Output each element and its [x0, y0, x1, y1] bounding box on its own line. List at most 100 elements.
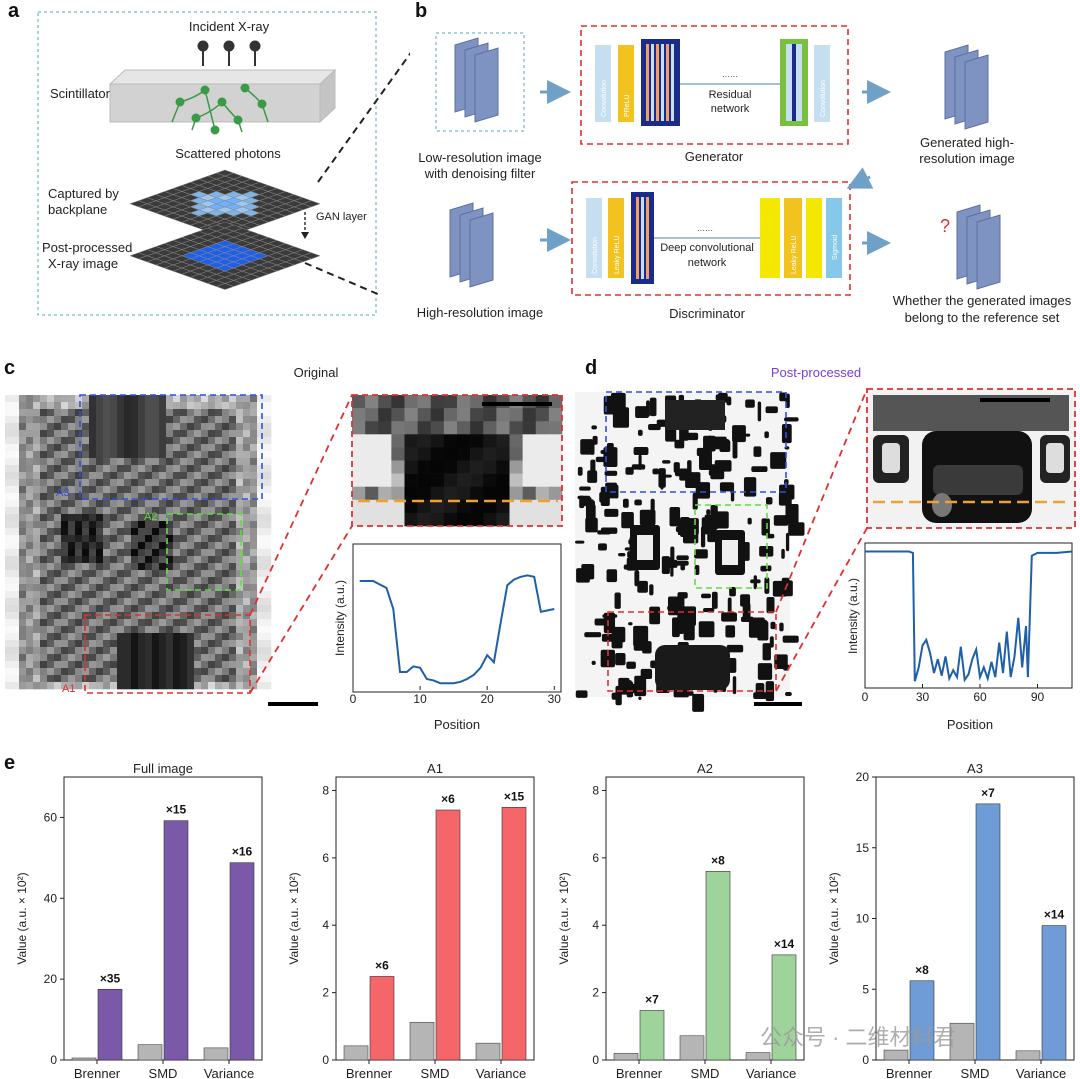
question-mark: ?	[940, 216, 950, 236]
profile-c-xlabel: Position	[434, 717, 480, 732]
bar-annotation: ×6	[375, 958, 389, 972]
gen-layer-conv-2-label: Convolution	[820, 80, 827, 117]
zoom-line-d-top	[775, 388, 868, 613]
bar-chart-title: A3	[967, 761, 983, 776]
post-processed-title: Post-processed	[771, 365, 861, 380]
deep-label-1: Deep convolutional	[660, 242, 754, 254]
bar-original	[949, 1022, 975, 1061]
panel-a-frame	[37, 11, 377, 316]
bar-category-label: SMD	[421, 1066, 450, 1079]
zoom-inset-c-frame	[351, 394, 563, 527]
bar-ytick: 10	[856, 912, 870, 926]
gen-layer-conv-1-label: Convolution	[601, 80, 608, 117]
bar-chart-title: A2	[697, 761, 713, 776]
disc-layer-conv-label: Convolution	[592, 237, 599, 274]
bar-ytick: 15	[856, 841, 870, 855]
gen-layer-conv-2	[814, 45, 830, 122]
bar-ytick: 8	[322, 783, 329, 797]
captured-label-1: Captured by	[48, 186, 119, 201]
low-res-label-2: with denoising filter	[424, 166, 536, 181]
panel-label-e: e	[4, 752, 16, 774]
profile-d-ylabel: Intensity (a.u.)	[846, 578, 860, 654]
scale-bar-c	[268, 702, 318, 706]
bar-chart-title: Full image	[133, 761, 193, 776]
bar-original	[409, 1021, 435, 1061]
bar-ytick: 2	[592, 986, 599, 1000]
region-d-a2-box	[694, 504, 768, 589]
bar-annotation: ×35	[100, 971, 121, 985]
residual-label-2: network	[711, 103, 750, 115]
scale-bar-c-inset	[482, 402, 552, 406]
bar-ytick: 2	[322, 986, 329, 1000]
scale-bar-d	[754, 702, 802, 706]
bar-processed	[501, 807, 527, 1061]
profile-xtick: 10	[413, 692, 427, 706]
region-a2-label: A2	[144, 511, 157, 523]
region-d-a3-box	[605, 391, 787, 493]
bar-ytick: 20	[44, 972, 58, 986]
bar-original	[475, 1042, 501, 1061]
gen-layer-prelu	[618, 45, 634, 122]
discriminator-label: Discriminator	[669, 306, 746, 321]
profile-xtick: 90	[1031, 690, 1045, 704]
bar-original	[745, 1052, 771, 1061]
watermark: 公众号 · 二维材料君	[760, 1025, 956, 1050]
profile-xtick: 0	[350, 692, 357, 706]
profile-c-axes	[352, 543, 562, 693]
disc-layer-leaky-1	[608, 198, 624, 278]
bar-annotation: ×6	[441, 792, 455, 806]
bar-ylabel: Value (a.u. × 10²)	[287, 872, 301, 964]
profile-xtick: 30	[916, 690, 930, 704]
generated-label-2: resolution image	[919, 151, 1014, 166]
bar-processed	[1041, 925, 1067, 1061]
incident-xray-pins	[197, 40, 261, 66]
bar-category-label: Brenner	[74, 1066, 121, 1079]
region-a1-label: A1	[62, 683, 75, 695]
gen-residual-stripes	[646, 44, 674, 121]
bar-original	[203, 1047, 229, 1061]
zoom-line-bottom	[304, 262, 381, 296]
bar-category-label: Variance	[746, 1066, 796, 1079]
post-processed-xray-image	[575, 392, 805, 712]
region-a3-box	[79, 394, 263, 500]
bar-category-label: SMD	[691, 1066, 720, 1079]
bar-ytick: 6	[322, 851, 329, 865]
bar-ylabel: Value (a.u. × 10²)	[15, 872, 29, 964]
bar-processed	[435, 809, 461, 1061]
scintillator-label: Scintillator	[50, 86, 111, 101]
bar-ytick: 0	[50, 1053, 57, 1067]
panel-label-c: c	[4, 357, 16, 379]
high-res-image-stack	[449, 202, 494, 288]
disc-layer-leaky-2-label: Leaky ReLU	[791, 235, 798, 274]
bar-processed	[771, 954, 797, 1061]
original-xray-image	[5, 395, 272, 690]
zoom-line-top	[317, 52, 410, 183]
bar-processed	[369, 976, 395, 1061]
panel-label-d: d	[585, 357, 598, 379]
bar-ytick: 0	[322, 1053, 329, 1067]
generator-box	[580, 25, 849, 145]
disc-layer-sigmoid	[826, 198, 842, 278]
zoomed-processed-inset	[867, 389, 1075, 528]
whether-image-stack	[956, 204, 1001, 290]
bar-annotation: ×14	[774, 937, 795, 951]
profile-xtick: 30	[548, 692, 562, 706]
bar-processed	[705, 871, 731, 1061]
bar-ytick: 8	[592, 783, 599, 797]
zoom-line-c-bottom	[249, 525, 353, 694]
disc-layer-conv	[586, 198, 602, 278]
post-processed-label-2: X-ray image	[48, 256, 118, 271]
generated-image-stack	[944, 44, 989, 130]
profile-xtick: 20	[481, 692, 495, 706]
bar-category-label: SMD	[961, 1066, 990, 1079]
bar-annotation: ×16	[232, 845, 253, 859]
bar-processed	[163, 820, 189, 1061]
bar-ylabel: Value (a.u. × 10²)	[827, 872, 841, 964]
bar-annotation: ×15	[166, 803, 187, 817]
panel-a-diagram: Incident X-ray Scintillator Scattered ph…	[37, 11, 410, 316]
bar-original	[883, 1049, 909, 1061]
bar-processed	[229, 862, 255, 1061]
